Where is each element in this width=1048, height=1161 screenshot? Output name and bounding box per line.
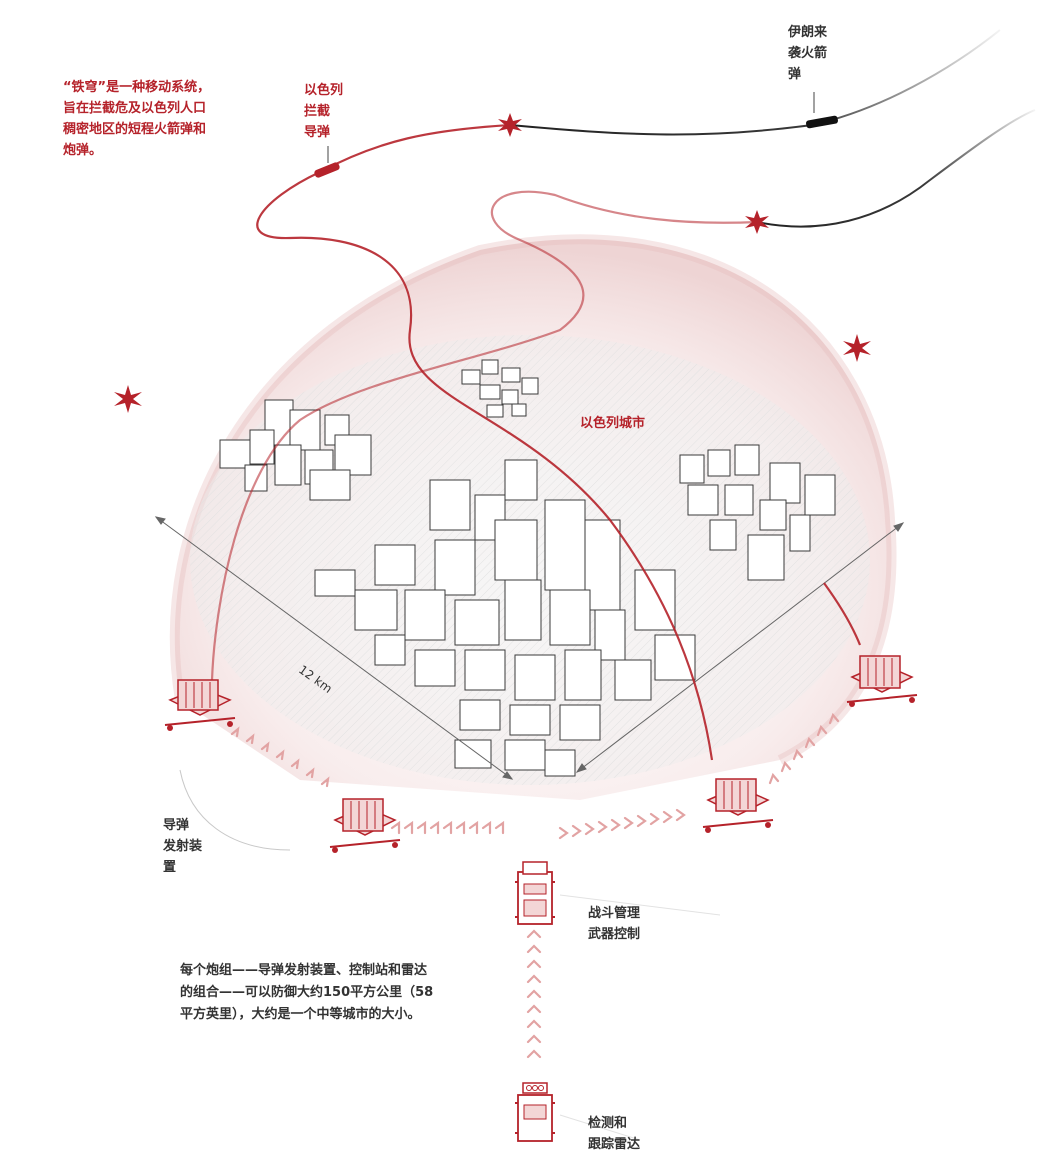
signal-chevrons [230, 712, 840, 1059]
iran-rocket-label: 伊朗来 袭火箭 弹 [788, 25, 828, 82]
launcher-label: 导弹 发射装 置 [163, 818, 203, 875]
radar-label: 检测和 跟踪雷达 [588, 1116, 641, 1152]
city-buildings [219, 359, 836, 777]
explosion-icon [114, 113, 871, 413]
intro-text: “铁穹”是一种移动系统，旨在拦截危及以色列人口稠密地区的短程火箭弹和炮弹。 [63, 80, 211, 158]
interceptor-label: 以色列 拦截 导弹 [304, 83, 344, 140]
incoming-rocket-paths [509, 29, 1036, 228]
control-station-icon [515, 861, 555, 925]
distance-measure [154, 516, 905, 780]
radar-icon [515, 1082, 555, 1142]
interceptor-paths [210, 123, 862, 761]
city-label: 以色列城市 [580, 416, 646, 431]
control-station-label: 战斗管理 武器控制 [588, 906, 641, 942]
launcher-icon [164, 655, 918, 853]
battery-note: 每个炮组——导弹发射装置、控制站和雷达的组合——可以防御大约150平方公里（58… [180, 963, 434, 1022]
